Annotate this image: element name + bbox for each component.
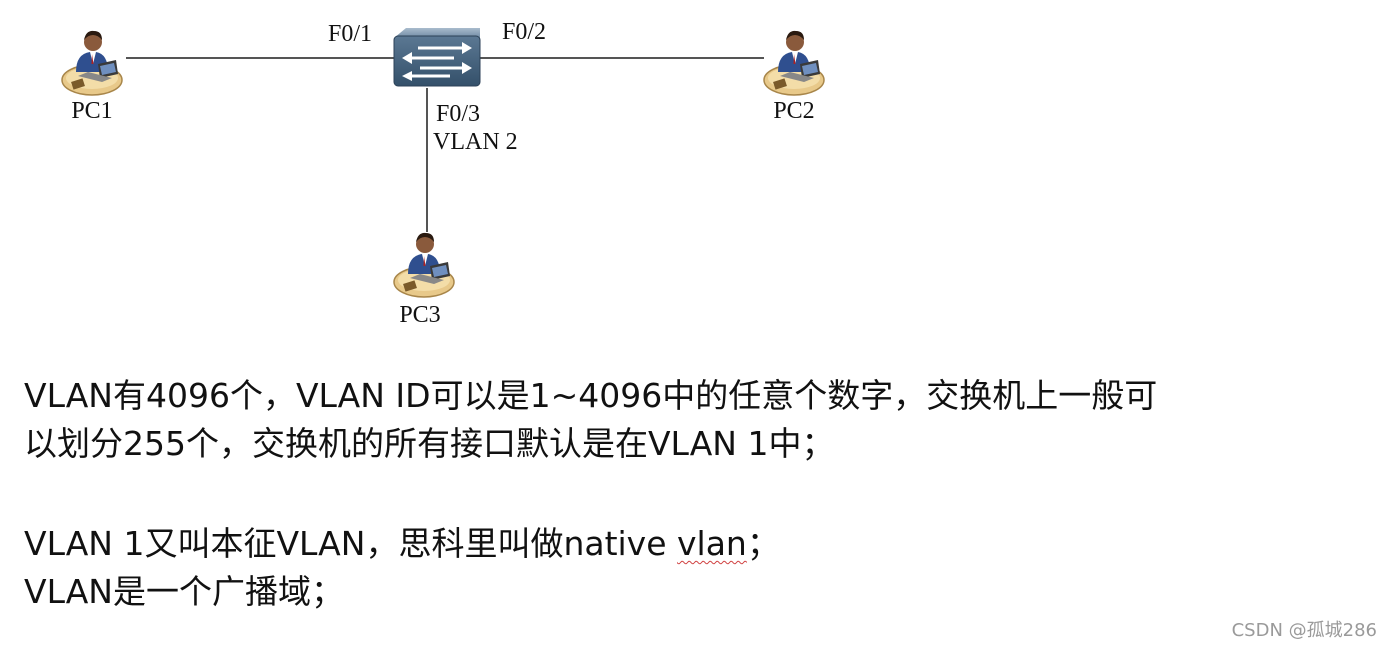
port-label-f03: F0/3 [436,101,480,127]
notes-paragraph-gap [24,468,1384,520]
port-label-f01: F0/1 [328,21,372,47]
notes-line-3-end: ； [746,524,780,563]
notes-line-3-text: VLAN 1又叫本征VLAN，思科里叫做native [24,524,678,563]
pc3-user-at-computer-icon [393,232,455,298]
network-switch-icon [393,28,481,87]
pc1-user-at-computer-icon [61,30,123,96]
pc2-user-at-computer-icon [763,30,825,96]
port-label-f02: F0/2 [502,19,546,45]
vlan-notes: VLAN有4096个，VLAN ID可以是1~4096中的任意个数字，交换机上一… [24,372,1384,616]
port-label-f03-vlan: VLAN 2 [433,129,518,155]
notes-line-3: VLAN 1又叫本征VLAN，思科里叫做native vlan； [24,520,1384,568]
pc3-label: PC3 [399,302,440,328]
pc2-label: PC2 [773,98,814,124]
csdn-watermark: CSDN @孤城286 [1231,620,1377,641]
notes-line-4: VLAN是一个广播域； [24,572,344,611]
network-topology-diagram: PC1 PC2 PC3 F0/1 F0/2 F0/3 VLAN 2 [61,19,825,328]
pc1-label: PC1 [71,98,112,124]
spellcheck-flagged-word: vlan [677,524,747,563]
notes-line-2: 以划分255个，交换机的所有接口默认是在VLAN 1中； [24,424,835,463]
notes-line-1: VLAN有4096个，VLAN ID可以是1~4096中的任意个数字，交换机上一… [24,376,1158,415]
